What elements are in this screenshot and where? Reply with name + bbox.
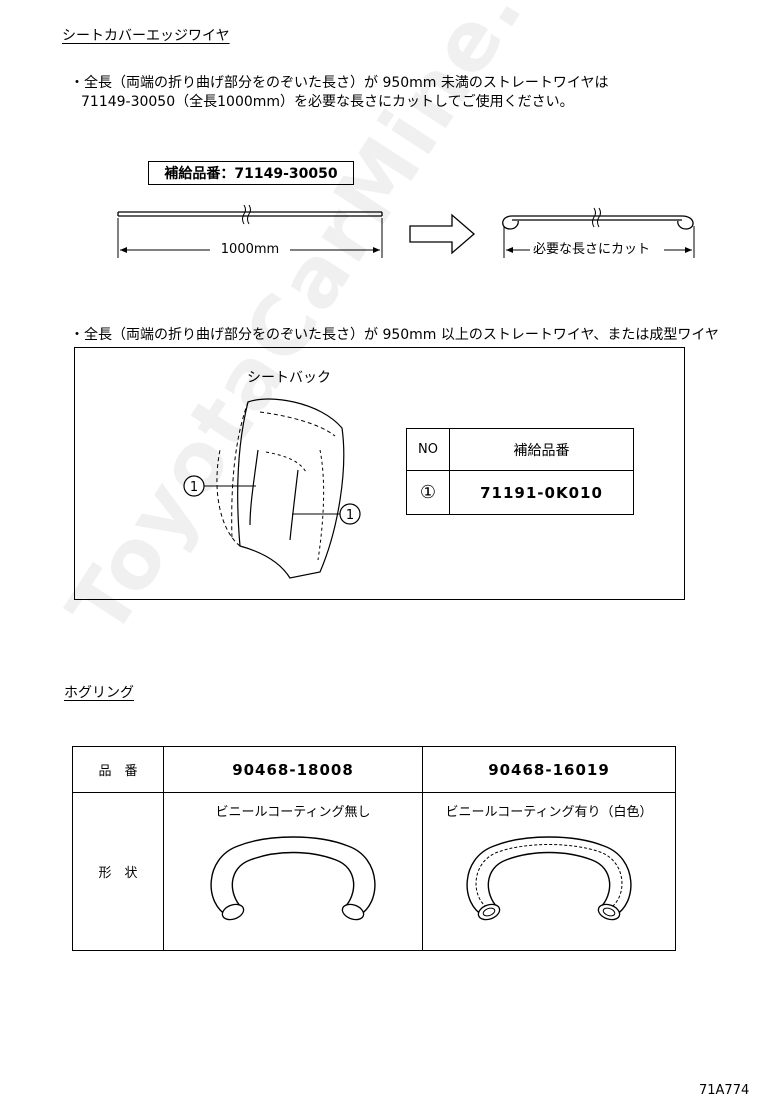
seat-back-frame: [74, 347, 685, 600]
arrow-icon: [409, 213, 475, 255]
bent-wire-drawing: [502, 207, 694, 230]
col1-part-number: 90468-18008: [163, 746, 423, 793]
hog-ring-table: 品 番 90468-18008 90468-16019 形 状 ビニールコーティ…: [72, 746, 676, 951]
straight-wire-drawing: [117, 204, 383, 225]
seat-back-drawing: 1 1: [183, 398, 361, 579]
dimension-1000mm: [117, 218, 383, 258]
length-label: 1000mm: [220, 242, 280, 257]
document-code: 71A774: [699, 1083, 750, 1098]
table-header-part-number: 補給品番: [449, 428, 634, 471]
table-cell-no: ①: [406, 470, 450, 515]
hog-ring-plain-icon: [210, 836, 376, 921]
note-long-wire: ・全長（両端の折り曲げ部分をのぞいた長さ）が 950mm 以上のストレートワイヤ…: [70, 327, 719, 343]
svg-text:1: 1: [346, 508, 354, 523]
svg-text:1: 1: [190, 480, 198, 495]
hog-ring-coated-icon: [466, 836, 632, 921]
note-line-2: 71149-30050（全長1000mm）を必要な長さにカットしてご使用ください…: [81, 94, 574, 110]
section-title-edge-wire: シートカバーエッジワイヤ: [62, 28, 230, 44]
col2-shape-cell: ビニールコーティング有り（白色）: [422, 792, 676, 951]
row-label-part-number: 品 番: [72, 746, 164, 793]
table-cell-part-number: 71191-0K010: [449, 470, 634, 515]
table-header-no: NO: [406, 428, 450, 471]
cut-label: 必要な長さにカット: [533, 242, 651, 257]
section-title-hog-ring: ホグリング: [64, 685, 134, 701]
note-line-1: ・全長（両端の折り曲げ部分をのぞいた長さ）が 950mm 未満のストレートワイヤ…: [70, 75, 609, 91]
row-label-shape: 形 状: [72, 792, 164, 951]
wire-diagram: [117, 204, 695, 258]
part-table: NO 補給品番 ① 71191-0K010: [406, 428, 634, 515]
col1-shape-cell: ビニールコーティング無し: [163, 792, 423, 951]
supply-part-number-box: 補給品番：71149-30050: [148, 161, 354, 185]
col1-description: ビニールコーティング無し: [215, 805, 371, 820]
col2-part-number: 90468-16019: [422, 746, 676, 793]
seat-back-label: シートバック: [247, 370, 331, 386]
col2-description: ビニールコーティング有り（白色）: [445, 805, 653, 820]
dimension-cut-length: [503, 226, 695, 258]
